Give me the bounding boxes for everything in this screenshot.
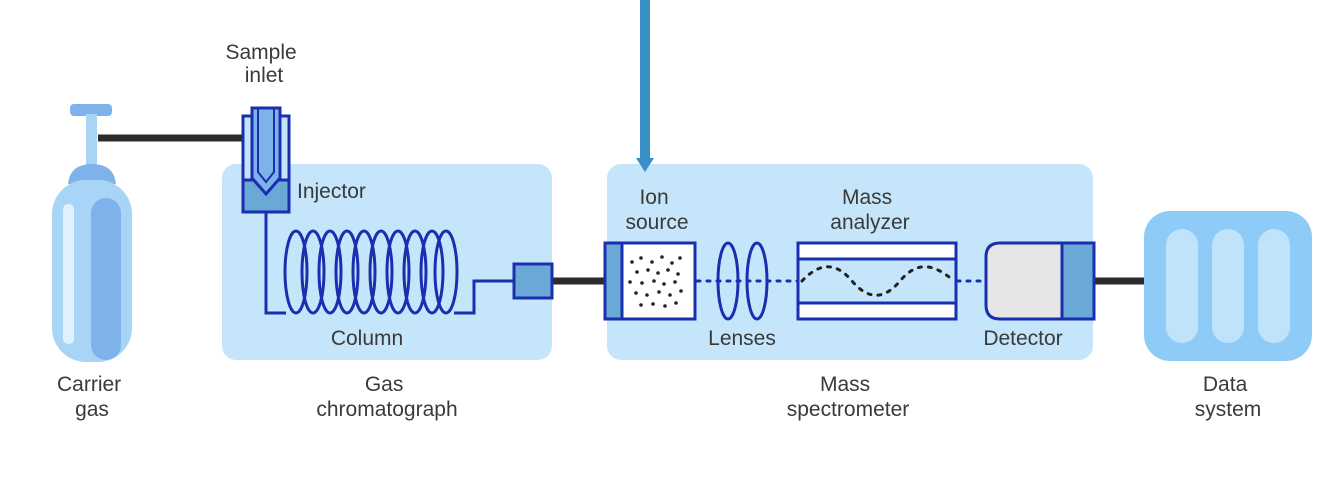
- column-tubing: [264, 212, 514, 315]
- lenses-label: Lenses: [708, 327, 776, 350]
- data-system-label: Data system: [1195, 373, 1262, 421]
- detector-icon: [984, 241, 1096, 321]
- detector-label: Detector: [983, 327, 1062, 350]
- column-coil-icon: [283, 229, 459, 315]
- sample-inlet-label: Sample inlet: [225, 41, 302, 87]
- ion-source-label: Ion source: [625, 186, 688, 234]
- mass-spectrometer-label: Mass spectrometer: [787, 373, 910, 421]
- mass-analyzer-label: Mass analyzer: [830, 186, 909, 234]
- gas-chromatograph-label: Gas chromatograph: [316, 373, 457, 421]
- column-label: Column: [331, 327, 403, 350]
- mass-analyzer-icon: [796, 241, 958, 321]
- column-connector-icon: [512, 262, 554, 300]
- ionization-arrow: [636, 0, 654, 172]
- ion-source-icon: [603, 241, 697, 321]
- data-system-icon: [1144, 211, 1312, 361]
- injector-icon: [241, 106, 291, 214]
- lenses-icon: [716, 241, 769, 321]
- carrier-gas-label: Carrier gas: [57, 373, 127, 421]
- injector-label: Injector: [297, 180, 366, 203]
- carrier-gas-tank-icon: [52, 104, 132, 362]
